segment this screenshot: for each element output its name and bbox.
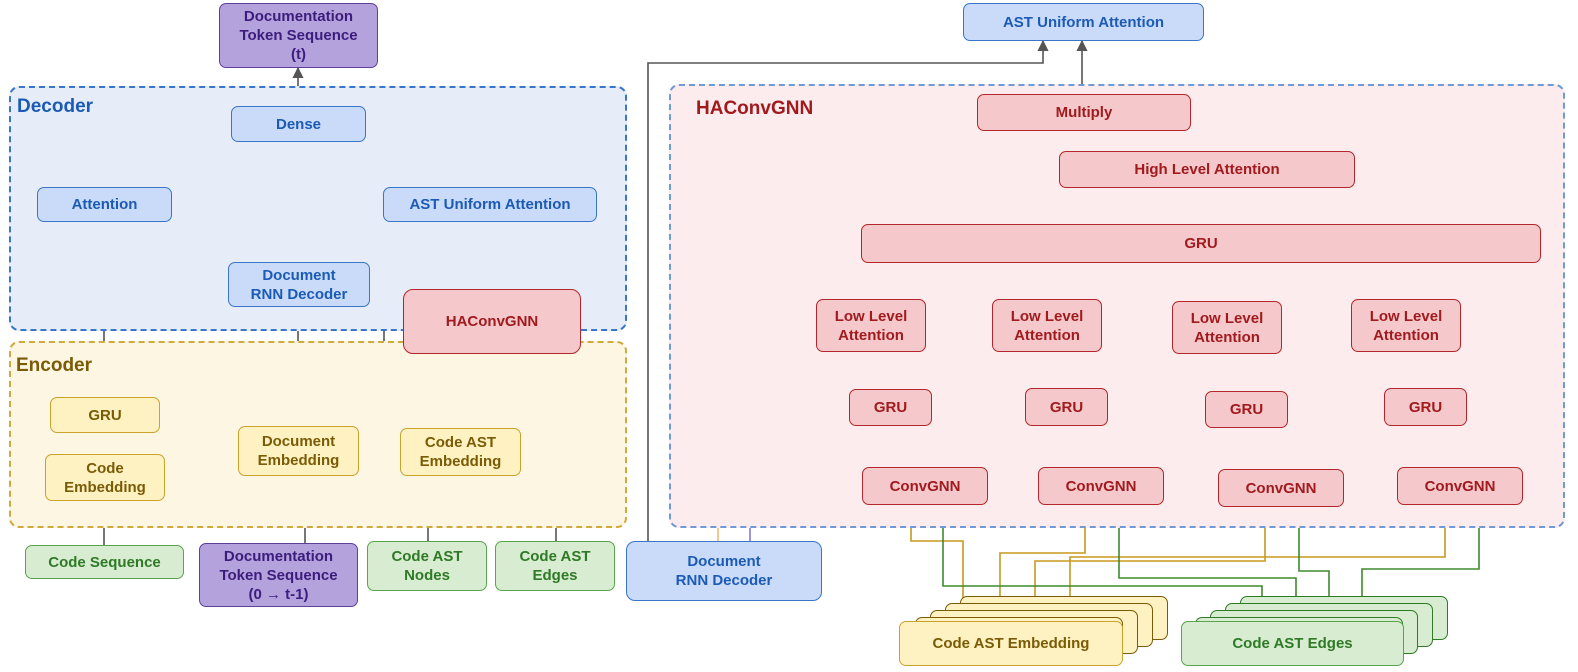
code-ast-nodes-input: Code AST Nodes <box>367 541 487 591</box>
low-level-attention-2: Low Level Attention <box>992 299 1102 352</box>
convgnn-2: ConvGNN <box>1038 467 1164 505</box>
document-embedding-box: Document Embedding <box>238 426 359 476</box>
right-document-rnn-decoder-box: Document RNN Decoder <box>626 541 822 601</box>
code-ast-edges-stack: Code AST Edges <box>1181 621 1404 666</box>
gru-4: GRU <box>1384 388 1467 426</box>
documentation-output-box: Documentation Token Sequence (t) <box>219 3 378 68</box>
gru-2: GRU <box>1025 388 1108 426</box>
convgnn-1: ConvGNN <box>862 467 988 505</box>
attention-box: Attention <box>37 187 172 222</box>
top-gru-box: GRU <box>861 224 1541 263</box>
code-embedding-box: Code Embedding <box>45 454 165 501</box>
documentation-token-sequence-input: Documentation Token Sequence (0 → t-1) <box>199 543 358 607</box>
haconvgnn-box: HAConvGNN <box>403 289 581 354</box>
document-rnn-decoder-box: Document RNN Decoder <box>228 262 370 307</box>
gru-3: GRU <box>1205 391 1288 428</box>
high-level-attention-box: High Level Attention <box>1059 151 1355 188</box>
encoder-gru-box: GRU <box>50 397 160 433</box>
encoder-title: Encoder <box>16 355 93 376</box>
embedding-to-convgnn-connectors <box>905 503 1451 620</box>
code-ast-edges-input: Code AST Edges <box>495 541 615 591</box>
low-level-attention-4: Low Level Attention <box>1351 299 1461 352</box>
gru-1: GRU <box>849 389 932 426</box>
code-sequence-input: Code Sequence <box>25 545 184 579</box>
low-level-attention-3: Low Level Attention <box>1172 301 1282 354</box>
low-level-attention-1: Low Level Attention <box>816 299 926 352</box>
convgnn-4: ConvGNN <box>1397 467 1523 505</box>
decoder-title: Decoder <box>17 96 94 117</box>
multiply-box: Multiply <box>977 94 1191 131</box>
ast-uniform-attention-box: AST Uniform Attention <box>383 187 597 222</box>
code-ast-embedding-stack: Code AST Embedding <box>899 621 1123 666</box>
code-ast-embedding-box: Code AST Embedding <box>400 428 521 476</box>
haconvgnn-title: HAConvGNN <box>696 98 814 119</box>
dense-box: Dense <box>231 106 366 142</box>
right-ast-uniform-attention-box: AST Uniform Attention <box>963 3 1204 41</box>
convgnn-3: ConvGNN <box>1218 469 1344 507</box>
